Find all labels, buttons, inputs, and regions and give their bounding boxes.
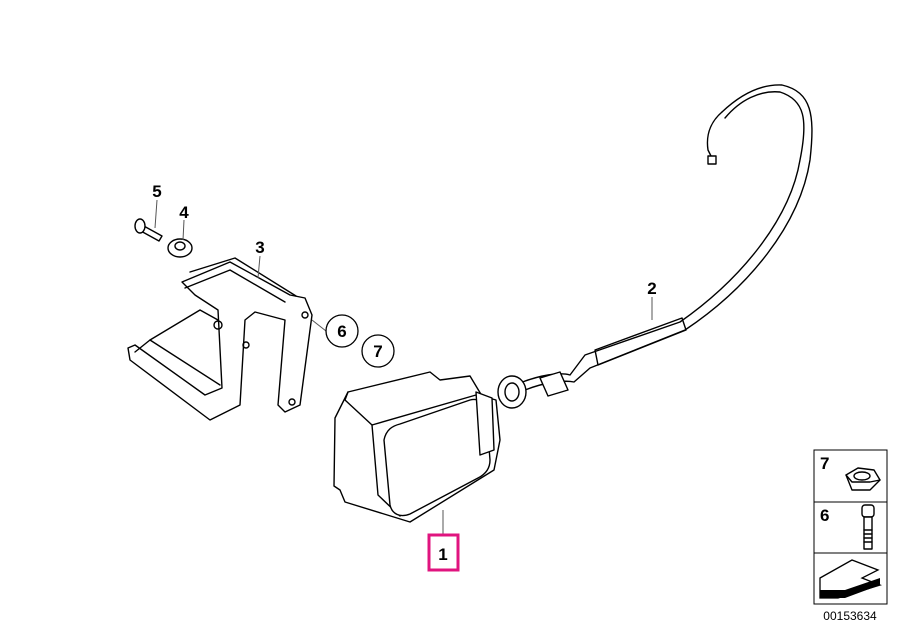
diagram-code: 00153634 [823, 609, 877, 623]
callout-3[interactable]: 3 [255, 238, 264, 257]
control-unit-part[interactable] [333, 371, 501, 523]
legend-box: 7 6 [813, 449, 888, 605]
callout-5[interactable]: 5 [152, 182, 161, 201]
socket-bolt-icon [861, 504, 875, 550]
callout-2[interactable]: 2 [647, 279, 656, 298]
arrow-icon [819, 559, 882, 599]
callout-6[interactable]: 6 [337, 322, 346, 341]
callout-4[interactable]: 4 [179, 203, 189, 222]
hex-nut-icon [845, 467, 881, 491]
legend-number-6: 6 [820, 506, 829, 525]
callout-1-highlight [427, 533, 460, 572]
screw-part[interactable] [134, 218, 163, 242]
callout-7[interactable]: 7 [373, 342, 382, 361]
bracket-part[interactable] [127, 257, 313, 421]
cable-part[interactable] [497, 84, 813, 409]
legend-number-7: 7 [820, 454, 829, 473]
callout-1[interactable]: 1 [438, 545, 447, 564]
washer-part[interactable] [167, 238, 193, 258]
